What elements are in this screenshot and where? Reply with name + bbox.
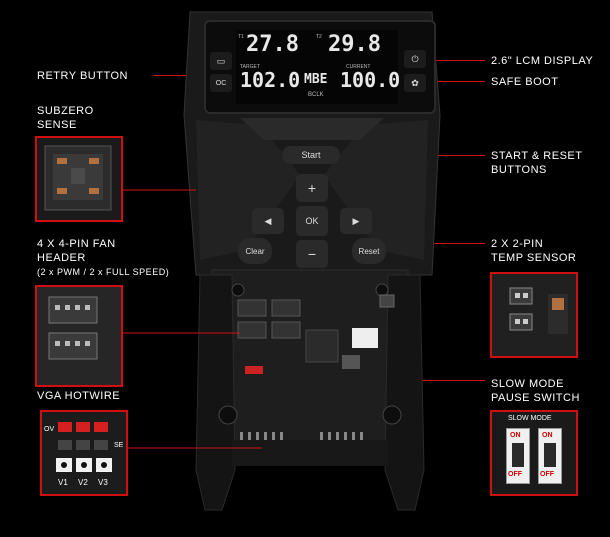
temp-sensor-image <box>492 274 576 356</box>
pcb-bottom-strip <box>232 440 388 466</box>
lcm-display: ▭ OC ⏻ ✿ T1 27.8 T2 29.8 TARGET 102.0 MB… <box>204 20 436 114</box>
vga-v1-label: V1 <box>58 478 68 487</box>
vga-hotwire-inset: OV SE V1 V2 V3 <box>40 410 128 496</box>
slow-mode-inset: SLOW MODE ON OFF ON OFF <box>490 410 578 496</box>
t2-value: 29.8 <box>328 32 381 57</box>
left-button[interactable]: ◀ <box>252 208 284 234</box>
temp-sensor-label-line1: 2 X 2-PIN <box>491 238 544 250</box>
lcm-display-line <box>418 60 485 61</box>
device-facet-left <box>196 120 300 260</box>
target-value: 102.0 <box>240 68 301 92</box>
plus-button[interactable]: + <box>296 174 328 202</box>
slow-mode-label: SLOW MODE PAUSE SWITCH <box>491 377 580 405</box>
pcb-capacitor <box>342 355 360 369</box>
vga-v3-label: V3 <box>98 478 108 487</box>
clear-button[interactable]: Clear <box>238 238 272 264</box>
slow-mode-switch-1-knob <box>512 443 524 467</box>
subzero-sense-inset <box>35 136 123 222</box>
lcm-display-label: 2.6" LCM DISPLAY <box>491 55 594 67</box>
slow-mode-inset-title: SLOW MODE <box>508 415 552 422</box>
lcd-screen: T1 27.8 T2 29.8 TARGET 102.0 MBE CURRENT… <box>236 30 401 104</box>
fan-header-label: 4 x 4-PIN FAN HEADER (2 x PWM / 2 x FULL… <box>37 237 169 279</box>
right-button[interactable]: ▶ <box>340 208 372 234</box>
current-label: CURRENT <box>346 64 371 70</box>
pcb-screw-top-right <box>375 283 389 297</box>
subzero-sense-label-line1: SUBZERO <box>37 105 94 117</box>
slow-mode-switch-1-on: ON <box>510 432 521 439</box>
power-button[interactable]: ⏻ <box>404 50 426 68</box>
safe-boot-line <box>420 81 485 82</box>
pcb-screw-right <box>382 405 402 425</box>
subzero-sense-image <box>44 145 112 211</box>
slow-mode-switch-2-on: ON <box>542 432 553 439</box>
t1-label: T1 <box>238 34 244 40</box>
pcb-temp-header <box>379 294 395 308</box>
vga-v2-label: V2 <box>78 478 88 487</box>
device-facet-right <box>324 120 428 260</box>
mode-value: MBE <box>304 72 328 87</box>
temp-sensor-label: 2 X 2-PIN TEMP SENSOR <box>491 237 576 265</box>
pcb-red-jumpers <box>245 366 263 374</box>
retry-icon: ▭ <box>216 55 226 66</box>
bclk-label: BCLK <box>308 92 324 98</box>
device-right-leg <box>384 274 425 511</box>
pcb-screw-left <box>218 405 238 425</box>
minus-button[interactable]: − <box>296 240 328 268</box>
slow-mode-switch-1-off: OFF <box>508 471 522 478</box>
t2-label: T2 <box>316 34 322 40</box>
fan-header-label-line1: 4 x 4-PIN FAN <box>37 238 116 250</box>
pcb-fan-header-3 <box>271 299 301 317</box>
vga-se-label: SE <box>114 442 124 449</box>
reset-button[interactable]: Reset <box>352 238 386 264</box>
pcb-pin-row <box>240 432 363 440</box>
pcb-chip <box>305 329 339 363</box>
start-button[interactable]: Start <box>282 146 340 164</box>
oc-button-label: OC <box>215 79 227 87</box>
temp-sensor-label-line2: TEMP SENSOR <box>491 252 577 264</box>
current-value: 100.0 <box>340 68 401 92</box>
pcb-fan-header-4 <box>271 321 301 339</box>
slow-mode-switch-1[interactable]: ON OFF <box>506 428 530 484</box>
fan-icon: ✿ <box>411 77 419 88</box>
safe-boot-label: SAFE BOOT <box>491 76 559 88</box>
vga-ov-label: OV <box>44 426 55 433</box>
vga-hotwire-image <box>42 412 126 494</box>
subzero-sense-label: SUBZERO SENSE <box>37 104 94 132</box>
start-reset-label-line2: BUTTONS <box>491 164 547 176</box>
subzero-sense-label-line2: SENSE <box>37 119 77 131</box>
temp-sensor-inset <box>490 272 578 358</box>
slow-mode-switch-2-knob <box>544 443 556 467</box>
fan-header-image <box>37 287 121 385</box>
pcb-screw-top-left <box>231 283 245 297</box>
fan-header-inset <box>35 285 123 387</box>
pcb-slow-mode-switch <box>352 328 378 348</box>
t1-value: 27.8 <box>246 32 299 57</box>
retry-button[interactable]: ▭ <box>210 52 232 70</box>
pcb-fan-header-1 <box>237 299 267 317</box>
fan-header-label-line3: (2 x PWM / 2 x FULL SPEED) <box>37 267 170 277</box>
fan-header-label-line2: HEADER <box>37 252 86 264</box>
slow-mode-switch-2-off: OFF <box>540 471 554 478</box>
start-reset-label: START & RESET BUTTONS <box>491 149 582 177</box>
vga-hotwire-label: VGA HOTWIRE <box>37 390 121 402</box>
start-reset-label-line1: START & RESET <box>491 150 583 162</box>
temp-sensor-line <box>385 243 485 244</box>
ok-button[interactable]: OK <box>296 206 328 236</box>
device-facet-top <box>240 118 384 140</box>
power-icon: ⏻ <box>411 53 419 64</box>
oc-button[interactable]: OC <box>210 74 232 92</box>
device-left-leg <box>195 274 236 511</box>
slow-mode-switch-2[interactable]: ON OFF <box>538 428 562 484</box>
retry-button-line <box>153 75 208 76</box>
slow-mode-label-line1: SLOW MODE <box>491 378 564 390</box>
retry-button-label: RETRY BUTTON <box>37 70 128 82</box>
pcb-fan-header-2 <box>237 321 267 339</box>
target-label: TARGET <box>240 64 260 70</box>
safe-boot-button[interactable]: ✿ <box>404 74 426 92</box>
slow-mode-label-line2: PAUSE SWITCH <box>491 392 580 404</box>
